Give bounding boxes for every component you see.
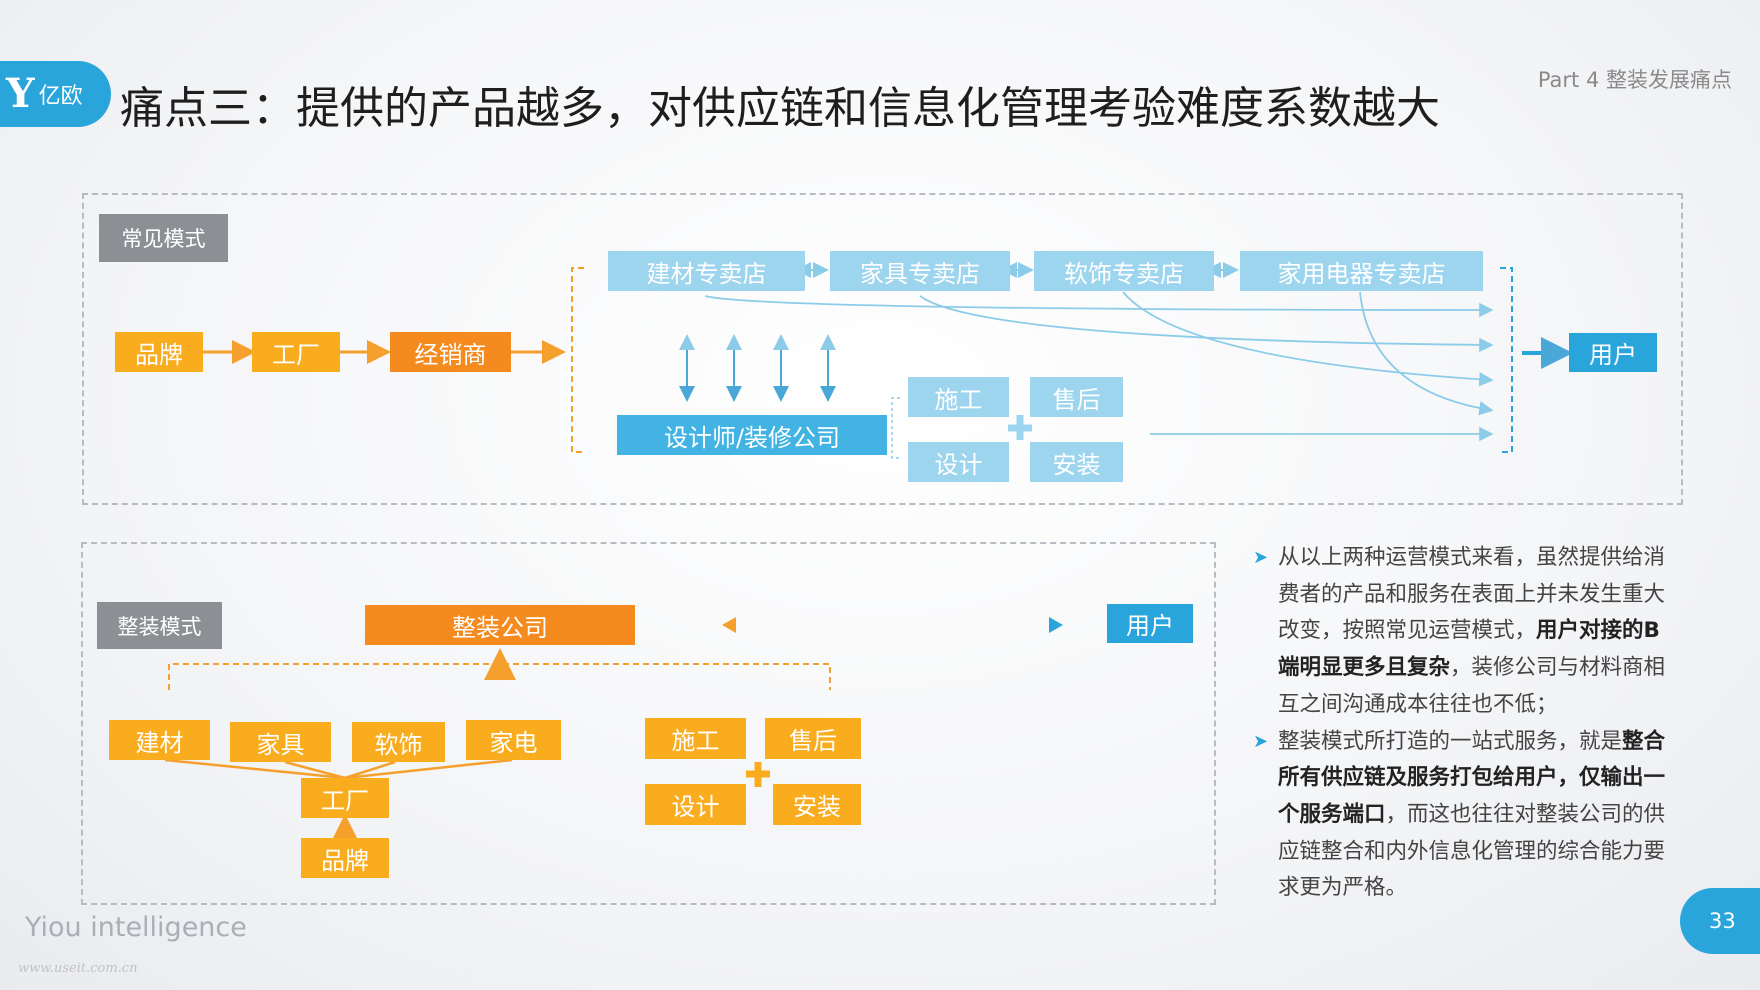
yiou-logo: Y 亿欧 — [0, 61, 111, 127]
integrated-service-after-sales: 售后 — [765, 718, 861, 759]
bullet-item: ➤ 从以上两种运营模式来看，虽然提供给消费者的产品和服务在表面上并未发生重大改变… — [1253, 540, 1673, 724]
designer-company: 设计师/装修公司 — [617, 415, 887, 455]
user-top: 用户 — [1569, 333, 1657, 372]
user-bottom: 用户 — [1107, 604, 1193, 643]
logo-text: 亿欧 — [38, 84, 83, 109]
footer-brand: Yiou intelligence — [25, 912, 247, 943]
store-building-materials: 建材专卖店 — [608, 251, 805, 291]
service-construction: 施工 — [908, 377, 1009, 417]
integrated-service-construction: 施工 — [645, 718, 746, 759]
store-furniture: 家具专卖店 — [830, 251, 1010, 291]
material-building: 建材 — [109, 720, 210, 760]
service-after-sales: 售后 — [1030, 377, 1123, 417]
service-installation: 安装 — [1030, 442, 1123, 482]
integrated-service-installation: 安装 — [773, 784, 861, 825]
page-title: 痛点三：提供的产品越多，对供应链和信息化管理考验难度系数越大 — [120, 83, 1440, 134]
integrated-brand: 品牌 — [301, 838, 389, 878]
bullet-arrow-icon: ➤ — [1253, 547, 1269, 568]
bullet-item: ➤ 整装模式所打造的一站式服务，就是整合所有供应链及服务打包给用户，仅输出一个服… — [1253, 724, 1673, 908]
analysis-text: ➤ 从以上两种运营模式来看，虽然提供给消费者的产品和服务在表面上并未发生重大改变… — [1253, 540, 1673, 907]
material-soft-decoration: 软饰 — [352, 722, 445, 762]
logo-y-icon: Y — [6, 70, 35, 117]
common-mode-tag: 常见模式 — [99, 214, 228, 262]
store-soft-decoration: 软饰专卖店 — [1034, 251, 1214, 291]
integrated-company: 整装公司 — [365, 605, 635, 645]
common-mode-panel — [82, 193, 1683, 505]
integrated-factory: 工厂 — [301, 778, 389, 818]
chain-brand: 品牌 — [115, 332, 203, 372]
page-number: 33 — [1680, 888, 1760, 954]
material-furniture: 家具 — [230, 722, 331, 762]
integrated-mode-panel — [81, 542, 1216, 905]
integrated-mode-tag: 整装模式 — [97, 602, 222, 649]
bullet-arrow-icon: ➤ — [1253, 730, 1269, 752]
footer-url: www.useit.com.cn — [18, 961, 138, 976]
chain-dealer: 经销商 — [390, 332, 511, 372]
integrated-service-design: 设计 — [645, 784, 746, 825]
store-appliances: 家用电器专卖店 — [1240, 251, 1483, 291]
service-design: 设计 — [908, 442, 1009, 482]
section-label: Part 4 整装发展痛点 — [1537, 68, 1732, 92]
material-appliances: 家电 — [466, 720, 561, 760]
chain-factory: 工厂 — [252, 332, 340, 372]
